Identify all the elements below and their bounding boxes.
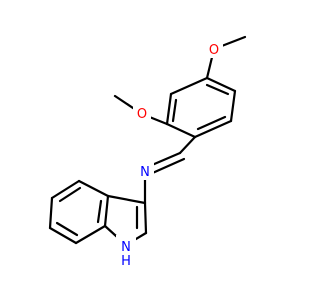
nitrogen-label: N: [140, 165, 150, 180]
dimethoxyphenyl-ring: [165, 76, 237, 139]
molecule-canvas: O O N N H: [48, 35, 247, 269]
double-bond-inner: [205, 83, 230, 96]
bond: [48, 226, 78, 245]
bond: [178, 135, 197, 155]
atom-n-imine: N: [136, 162, 154, 180]
atom-nh: N H: [116, 235, 136, 269]
double-bond-inner: [196, 115, 227, 131]
bond: [50, 179, 81, 200]
bond: [169, 76, 209, 96]
bond: [74, 224, 107, 245]
atom-o-left: O: [133, 104, 151, 122]
oxygen-label: O: [209, 43, 219, 58]
bond: [165, 92, 173, 126]
nitrogen-label: N: [121, 240, 131, 255]
bond: [103, 194, 110, 228]
double-bond-inner: [171, 98, 178, 123]
double-bond-inner: [58, 186, 82, 203]
bond: [229, 89, 237, 123]
bond: [165, 122, 197, 139]
bond: [77, 179, 110, 198]
oxygen-label: O: [137, 107, 147, 122]
bond: [48, 196, 54, 230]
bond: [143, 201, 148, 235]
atom-o-top: O: [205, 40, 223, 58]
bond: [106, 194, 147, 205]
double-bond-inner: [96, 199, 103, 224]
hydrogen-label: H: [121, 254, 131, 269]
molecule-structure-diagram: O O N N H: [48, 35, 247, 269]
bond: [193, 119, 233, 139]
double-bond-inner: [55, 221, 79, 237]
bond: [205, 76, 237, 93]
